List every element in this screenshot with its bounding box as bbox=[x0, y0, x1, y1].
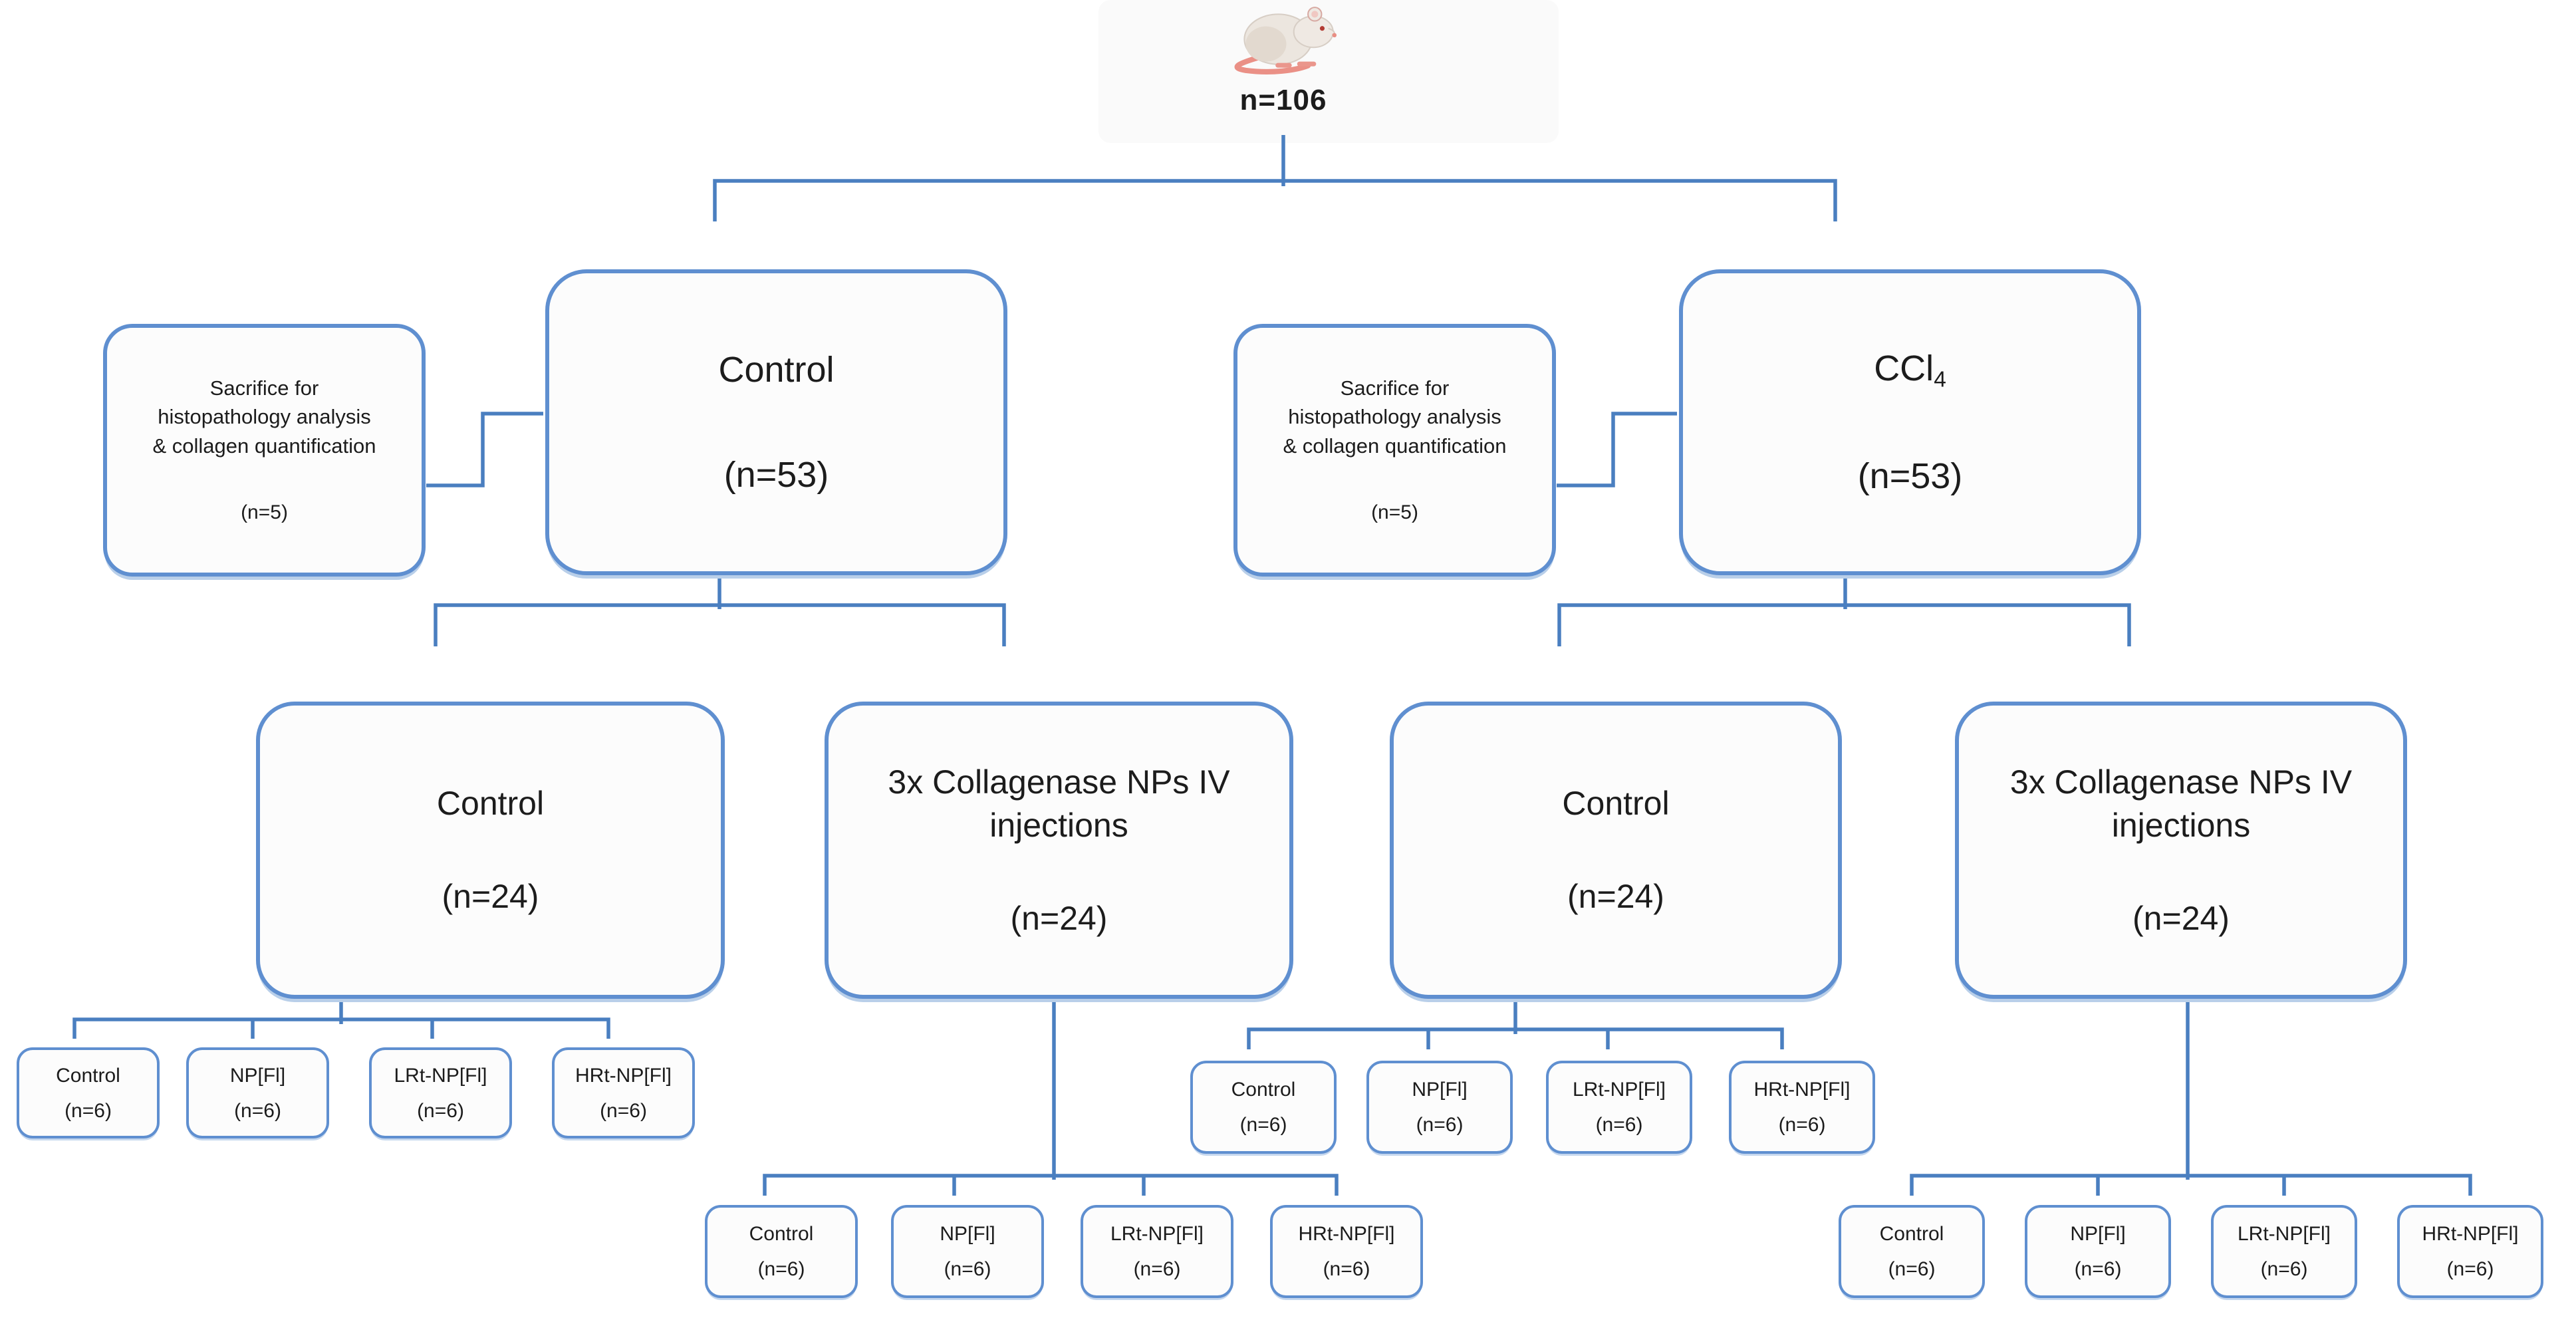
leaf-label: NP[Fl] bbox=[229, 1064, 286, 1087]
leaf-box: Control (n=6) bbox=[1190, 1061, 1337, 1154]
ccl4-formula-base: CCl bbox=[1874, 348, 1934, 388]
rat-illustration bbox=[1218, 1, 1354, 76]
leaf-count: (n=6) bbox=[1416, 1114, 1464, 1136]
leaf-box: NP[Fl] (n=6) bbox=[2025, 1205, 2171, 1298]
leaf-count: (n=6) bbox=[2074, 1258, 2122, 1280]
group-count: (n=24) bbox=[442, 878, 539, 915]
connector-left-arm-bracket bbox=[434, 603, 1006, 646]
leaf-count: (n=6) bbox=[1133, 1258, 1181, 1280]
leaf-count: (n=6) bbox=[2260, 1258, 2308, 1280]
connector-right-arm-bracket bbox=[1557, 603, 2131, 646]
group-title: 3x Collagenase NPs IV injections bbox=[888, 763, 1230, 844]
leaf-label: Control bbox=[1879, 1223, 1944, 1245]
group-count: (n=24) bbox=[2132, 899, 2230, 937]
leaf-label: HRt-NP[Fl] bbox=[575, 1064, 672, 1087]
group-title: 3x Collagenase NPs IV injections bbox=[2009, 763, 2353, 844]
rat-icon bbox=[1234, 7, 1337, 74]
leaf-label: LRt-NP[Fl] bbox=[1110, 1223, 1204, 1245]
control-arm-box: Control (n=53) bbox=[545, 269, 1007, 575]
leaf-box: LRt-NP[Fl] (n=6) bbox=[2211, 1205, 2357, 1298]
right-control24-box: Control (n=24) bbox=[1390, 702, 1842, 999]
leaf-box: HRt-NP[Fl] (n=6) bbox=[1729, 1061, 1875, 1154]
ccl4-formula-subscript: 4 bbox=[1934, 366, 1946, 392]
connector-left-collagenase-bracket bbox=[763, 1174, 1339, 1196]
sacrifice-box-right: Sacrifice for histopathology analysis & … bbox=[1233, 324, 1556, 577]
sacrifice-count: (n=5) bbox=[1371, 501, 1418, 524]
leaf-box: NP[Fl] (n=6) bbox=[891, 1205, 1044, 1298]
leaf-count: (n=6) bbox=[234, 1099, 281, 1122]
leaf-label: NP[Fl] bbox=[2070, 1223, 2126, 1245]
left-control24-box: Control (n=24) bbox=[256, 702, 725, 999]
leaf-count: (n=6) bbox=[944, 1258, 991, 1280]
leaf-box: LRt-NP[Fl] (n=6) bbox=[369, 1047, 512, 1138]
leaf-label: Control bbox=[749, 1223, 814, 1245]
leaf-box: NP[Fl] (n=6) bbox=[1366, 1061, 1513, 1154]
leaf-count: (n=6) bbox=[757, 1258, 805, 1280]
control-arm-count: (n=53) bbox=[723, 454, 829, 495]
rat-haunch bbox=[1245, 26, 1287, 62]
sacrifice-count: (n=5) bbox=[241, 501, 288, 524]
root-count: n=106 bbox=[1239, 84, 1327, 116]
leaf-count: (n=6) bbox=[1323, 1258, 1370, 1280]
ccl4-arm-title: CCl4 bbox=[1874, 348, 1946, 393]
leaf-box: HRt-NP[Fl] (n=6) bbox=[552, 1047, 695, 1138]
rat-eye bbox=[1319, 26, 1325, 31]
connector-elbow-left-sacrifice bbox=[426, 412, 543, 487]
leaf-label: NP[Fl] bbox=[1412, 1079, 1468, 1101]
leaf-count: (n=6) bbox=[1595, 1114, 1643, 1136]
sacrifice-text: Sacrifice for histopathology analysis & … bbox=[1283, 376, 1507, 458]
connector-root-bracket bbox=[713, 179, 1837, 221]
leaf-count: (n=6) bbox=[2446, 1258, 2494, 1280]
leaf-count: (n=6) bbox=[1239, 1114, 1287, 1136]
right-collagenase-box: 3x Collagenase NPs IV injections (n=24) bbox=[1955, 702, 2407, 999]
sacrifice-text: Sacrifice for histopathology analysis & … bbox=[152, 376, 376, 458]
leaf-box: Control (n=6) bbox=[705, 1205, 858, 1298]
group-count: (n=24) bbox=[1010, 899, 1108, 937]
ccl4-arm-count: (n=53) bbox=[1857, 456, 1963, 497]
leaf-label: LRt-NP[Fl] bbox=[394, 1064, 487, 1087]
leaf-label: Control bbox=[1231, 1079, 1296, 1101]
leaf-box: Control (n=6) bbox=[1839, 1205, 1985, 1298]
leaf-count: (n=6) bbox=[600, 1099, 647, 1122]
leaf-box: LRt-NP[Fl] (n=6) bbox=[1546, 1061, 1692, 1154]
leaf-label: HRt-NP[Fl] bbox=[1753, 1079, 1851, 1101]
leaf-label: LRt-NP[Fl] bbox=[1572, 1079, 1666, 1101]
left-collagenase-box: 3x Collagenase NPs IV injections (n=24) bbox=[825, 702, 1293, 999]
leaf-count: (n=6) bbox=[1888, 1258, 1936, 1280]
rat-ear-inner bbox=[1311, 11, 1319, 18]
rat-tail bbox=[1234, 54, 1311, 74]
control-arm-title: Control bbox=[718, 350, 835, 390]
leaf-box: LRt-NP[Fl] (n=6) bbox=[1081, 1205, 1233, 1298]
leaf-label: Control bbox=[56, 1064, 120, 1087]
ccl4-arm-box: CCl4 (n=53) bbox=[1679, 269, 2141, 575]
leaf-label: HRt-NP[Fl] bbox=[2422, 1223, 2519, 1245]
leaf-box: HRt-NP[Fl] (n=6) bbox=[1270, 1205, 1423, 1298]
leaf-box: HRt-NP[Fl] (n=6) bbox=[2397, 1205, 2543, 1298]
leaf-box: NP[Fl] (n=6) bbox=[186, 1047, 329, 1138]
leaf-count: (n=6) bbox=[64, 1099, 112, 1122]
leaf-count: (n=6) bbox=[1778, 1114, 1826, 1136]
sacrifice-box-left: Sacrifice for histopathology analysis & … bbox=[103, 324, 426, 577]
leaf-label: LRt-NP[Fl] bbox=[2237, 1223, 2331, 1245]
rat-hind-foot bbox=[1275, 63, 1292, 68]
connector-left-control24-bracket bbox=[72, 1017, 610, 1039]
connector-elbow-right-sacrifice bbox=[1557, 412, 1677, 487]
leaf-box: Control (n=6) bbox=[17, 1047, 160, 1138]
group-title: Control bbox=[436, 785, 545, 822]
leaf-label: NP[Fl] bbox=[940, 1223, 995, 1245]
group-count: (n=24) bbox=[1567, 878, 1664, 915]
group-title: Control bbox=[1562, 785, 1670, 822]
leaf-label: HRt-NP[Fl] bbox=[1298, 1223, 1395, 1245]
connector-right-control24-bracket bbox=[1247, 1027, 1784, 1049]
rat-nose bbox=[1332, 33, 1337, 38]
rat-front-foot bbox=[1297, 61, 1317, 66]
connector-right-collagenase-bracket bbox=[1910, 1174, 2472, 1196]
leaf-count: (n=6) bbox=[417, 1099, 464, 1122]
